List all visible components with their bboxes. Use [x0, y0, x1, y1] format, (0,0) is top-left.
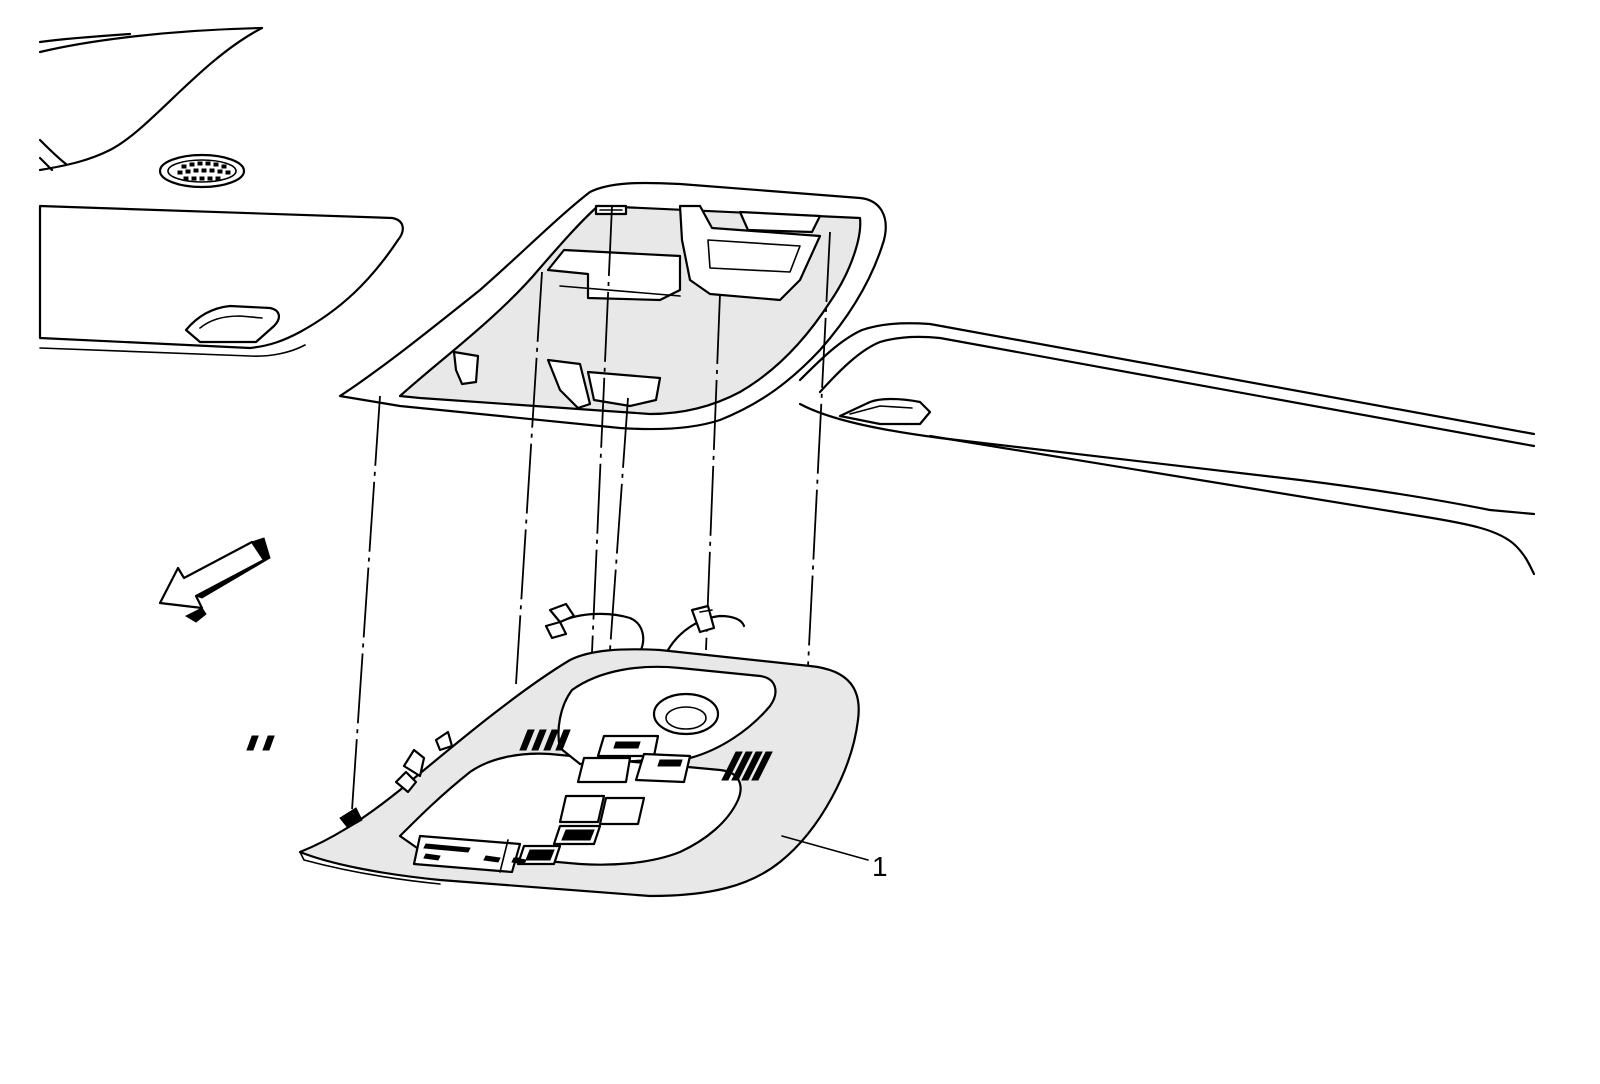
left-sun-visor	[38, 204, 404, 357]
wiring-harness	[544, 602, 746, 654]
headliner-front-edge	[38, 26, 264, 172]
callout-label-1: 1	[872, 851, 888, 882]
callout-1: 1	[781, 835, 888, 882]
right-sun-visor	[798, 322, 1536, 576]
front-direction-arrow-icon	[158, 537, 271, 623]
overhead-console	[246, 648, 860, 898]
console-vent-slots-left	[246, 729, 571, 751]
alignment-guide-lines	[351, 205, 831, 811]
headliner-console-opening	[338, 181, 887, 431]
speaker-grille	[158, 153, 246, 189]
console-vent-slots-right	[721, 751, 773, 781]
